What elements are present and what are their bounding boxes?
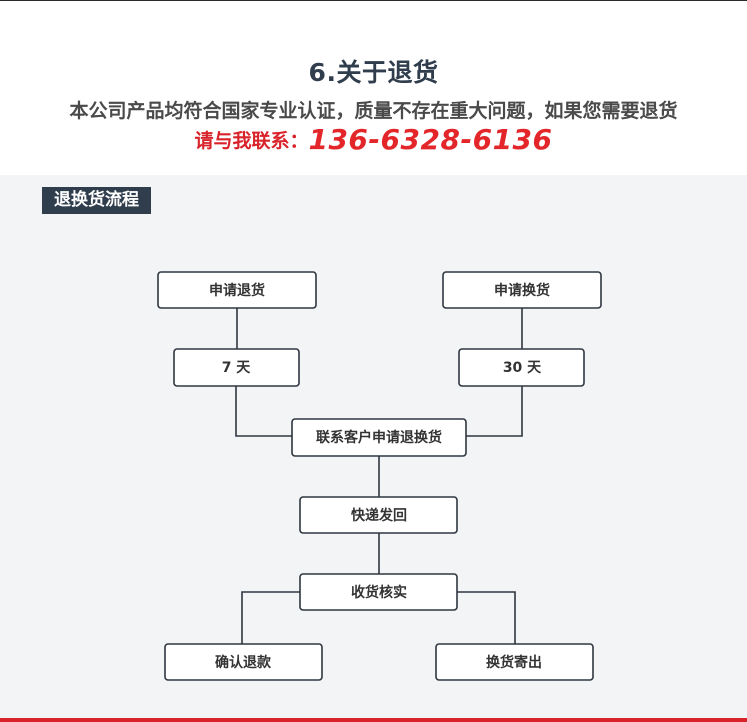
- node-apply-return: 申请退货: [157, 271, 317, 309]
- node-apply-return-label: 申请退货: [209, 282, 265, 299]
- contact-line: 请与我联系：136-6328-6136: [0, 123, 747, 156]
- node-7-days-label: 7 天: [222, 360, 252, 376]
- node-apply-exchange-label: 申请换货: [494, 282, 550, 299]
- node-ship-exchange: 换货寄出: [435, 643, 594, 681]
- page-title: 6.关于退货: [308, 58, 439, 87]
- node-contact-service-label: 联系客户申请退换货: [316, 429, 442, 446]
- connector-verify-to-refund: [241, 591, 300, 644]
- connector-7-days-to-contact: [235, 386, 292, 437]
- top-border-line: [0, 0, 747, 1]
- node-verify-receipt-label: 收货核实: [351, 584, 407, 601]
- node-30-days-label: 30 天: [503, 360, 542, 376]
- node-7-days: 7 天: [173, 348, 300, 387]
- node-ship-exchange-label: 换货寄出: [486, 654, 542, 671]
- node-apply-exchange: 申请换货: [442, 271, 602, 309]
- node-confirm-refund-label: 确认退款: [215, 654, 272, 671]
- node-ship-back: 快递发回: [299, 496, 458, 534]
- node-contact-service: 联系客户申请退换货: [291, 418, 467, 457]
- node-confirm-refund: 确认退款: [164, 643, 323, 681]
- connector-30-days-to-contact: [466, 386, 523, 437]
- node-verify-receipt: 收货核实: [299, 573, 458, 611]
- connector-verify-to-exchange: [457, 591, 516, 644]
- contact-label: 请与我联系：: [194, 130, 309, 152]
- return-policy-text: 本公司产品均符合国家专业认证，质量不存在重大问题，如果您需要退货: [69, 100, 678, 122]
- header-section: 6.关于退货 本公司产品均符合国家专业认证，质量不存在重大问题，如果您需要退货 …: [0, 1, 747, 175]
- section-tag: 退换货流程: [42, 187, 151, 214]
- node-ship-back-label: 快递发回: [351, 507, 407, 524]
- bottom-border-line: [0, 718, 747, 722]
- contact-phone-number[interactable]: 136-6328-6136: [308, 123, 553, 156]
- node-30-days: 30 天: [458, 348, 585, 387]
